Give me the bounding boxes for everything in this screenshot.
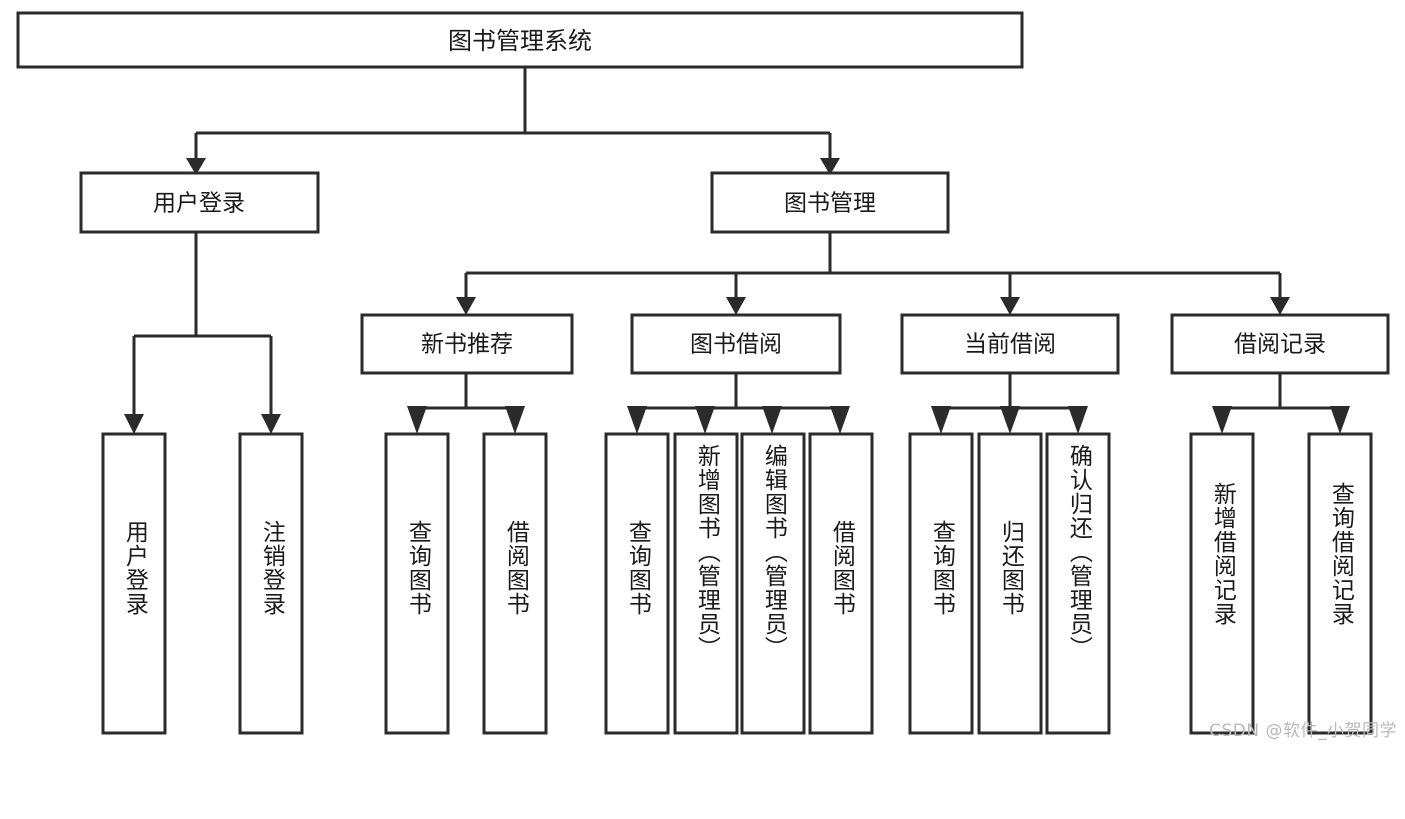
node-borrow-record-box[interactable] xyxy=(1170,313,1390,375)
arrowhead-leaf-user-login xyxy=(124,414,144,434)
arrowhead-leaf-borrow-book-1 xyxy=(505,406,525,434)
arrowhead-new-book-recommend xyxy=(456,297,476,315)
arrowhead-leaf-add-book xyxy=(695,406,715,434)
csdn-watermark: CSDN @软件_小贺同学 xyxy=(1209,721,1397,741)
node-current-borrow-box[interactable] xyxy=(900,313,1120,375)
node-leaf-return-book-box[interactable] xyxy=(977,432,1043,735)
arrowhead-leaf-query-record xyxy=(1330,406,1350,434)
node-leaf-borrow-book-1-box[interactable] xyxy=(482,432,548,735)
node-leaf-query-book-1-box[interactable] xyxy=(384,432,450,735)
node-leaf-query-record-box[interactable] xyxy=(1307,432,1373,735)
arrowhead-user-login xyxy=(186,158,206,175)
node-leaf-user-login-box[interactable] xyxy=(101,432,167,735)
arrowhead-book-management xyxy=(820,158,840,175)
node-root[interactable]: 图书管理系统 xyxy=(16,11,1024,69)
node-book-borrow-box[interactable] xyxy=(630,313,842,375)
node-user-login-box[interactable] xyxy=(79,171,320,234)
node-user-login-label: 用户登录 xyxy=(153,191,245,217)
arrowhead-book-borrow xyxy=(726,297,746,315)
arrowhead-leaf-logout xyxy=(261,414,281,434)
node-leaf-edit-book-box[interactable] xyxy=(740,432,806,735)
node-book-management-box[interactable] xyxy=(710,171,950,234)
node-new-book-recommend[interactable]: 新书推荐 xyxy=(360,313,574,375)
arrowhead-leaf-edit-book xyxy=(762,406,782,434)
node-book-borrow[interactable]: 图书借阅 xyxy=(630,313,842,375)
arrowhead-leaf-return-book xyxy=(1000,406,1020,434)
node-leaf-query-book-2-box[interactable] xyxy=(604,432,670,735)
node-book-borrow-label: 图书借阅 xyxy=(690,332,782,358)
node-book-management-label: 图书管理 xyxy=(784,191,876,217)
node-borrow-record[interactable]: 借阅记录 xyxy=(1170,313,1390,375)
node-new-book-recommend-label: 新书推荐 xyxy=(421,332,513,358)
node-leaf-add-book-box[interactable] xyxy=(673,432,739,735)
arrowhead-current-borrow xyxy=(1000,297,1020,315)
node-borrow-record-label: 借阅记录 xyxy=(1234,332,1326,358)
node-leaf-add-record-box[interactable] xyxy=(1189,432,1255,735)
arrowhead-leaf-borrow-book-2 xyxy=(830,406,850,434)
node-leaf-logout-box[interactable] xyxy=(238,432,304,735)
edges-layer xyxy=(124,67,1350,434)
node-root-box[interactable] xyxy=(16,11,1024,69)
arrowhead-borrow-record xyxy=(1270,297,1290,315)
arrowhead-leaf-confirm-return xyxy=(1068,406,1088,434)
node-current-borrow[interactable]: 当前借阅 xyxy=(900,313,1120,375)
node-leaf-confirm-return-box[interactable] xyxy=(1045,432,1111,735)
node-leaf-borrow-book-2-box[interactable] xyxy=(808,432,874,735)
arrowhead-leaf-query-book-2 xyxy=(627,406,647,434)
flowchart-canvas: 图书管理系统 用户登录 图书管理 新书推荐 图书借阅 当前 xyxy=(16,11,1390,735)
arrowhead-leaf-query-book-1 xyxy=(407,406,427,434)
node-root-label: 图书管理系统 xyxy=(448,27,592,55)
node-book-management[interactable]: 图书管理 xyxy=(710,171,950,234)
node-new-book-recommend-box[interactable] xyxy=(360,313,574,375)
node-current-borrow-label: 当前借阅 xyxy=(964,332,1056,358)
nodes-layer: 图书管理系统 用户登录 图书管理 新书推荐 图书借阅 当前 xyxy=(16,11,1390,735)
arrowhead-leaf-add-record xyxy=(1212,406,1232,434)
node-user-login[interactable]: 用户登录 xyxy=(79,171,320,234)
arrowhead-leaf-query-book-3 xyxy=(931,406,951,434)
functional-structure-diagram: 图书管理系统 用户登录 图书管理 新书推荐 图书借阅 当前 xyxy=(16,11,1397,741)
node-leaf-query-book-3-box[interactable] xyxy=(908,432,974,735)
